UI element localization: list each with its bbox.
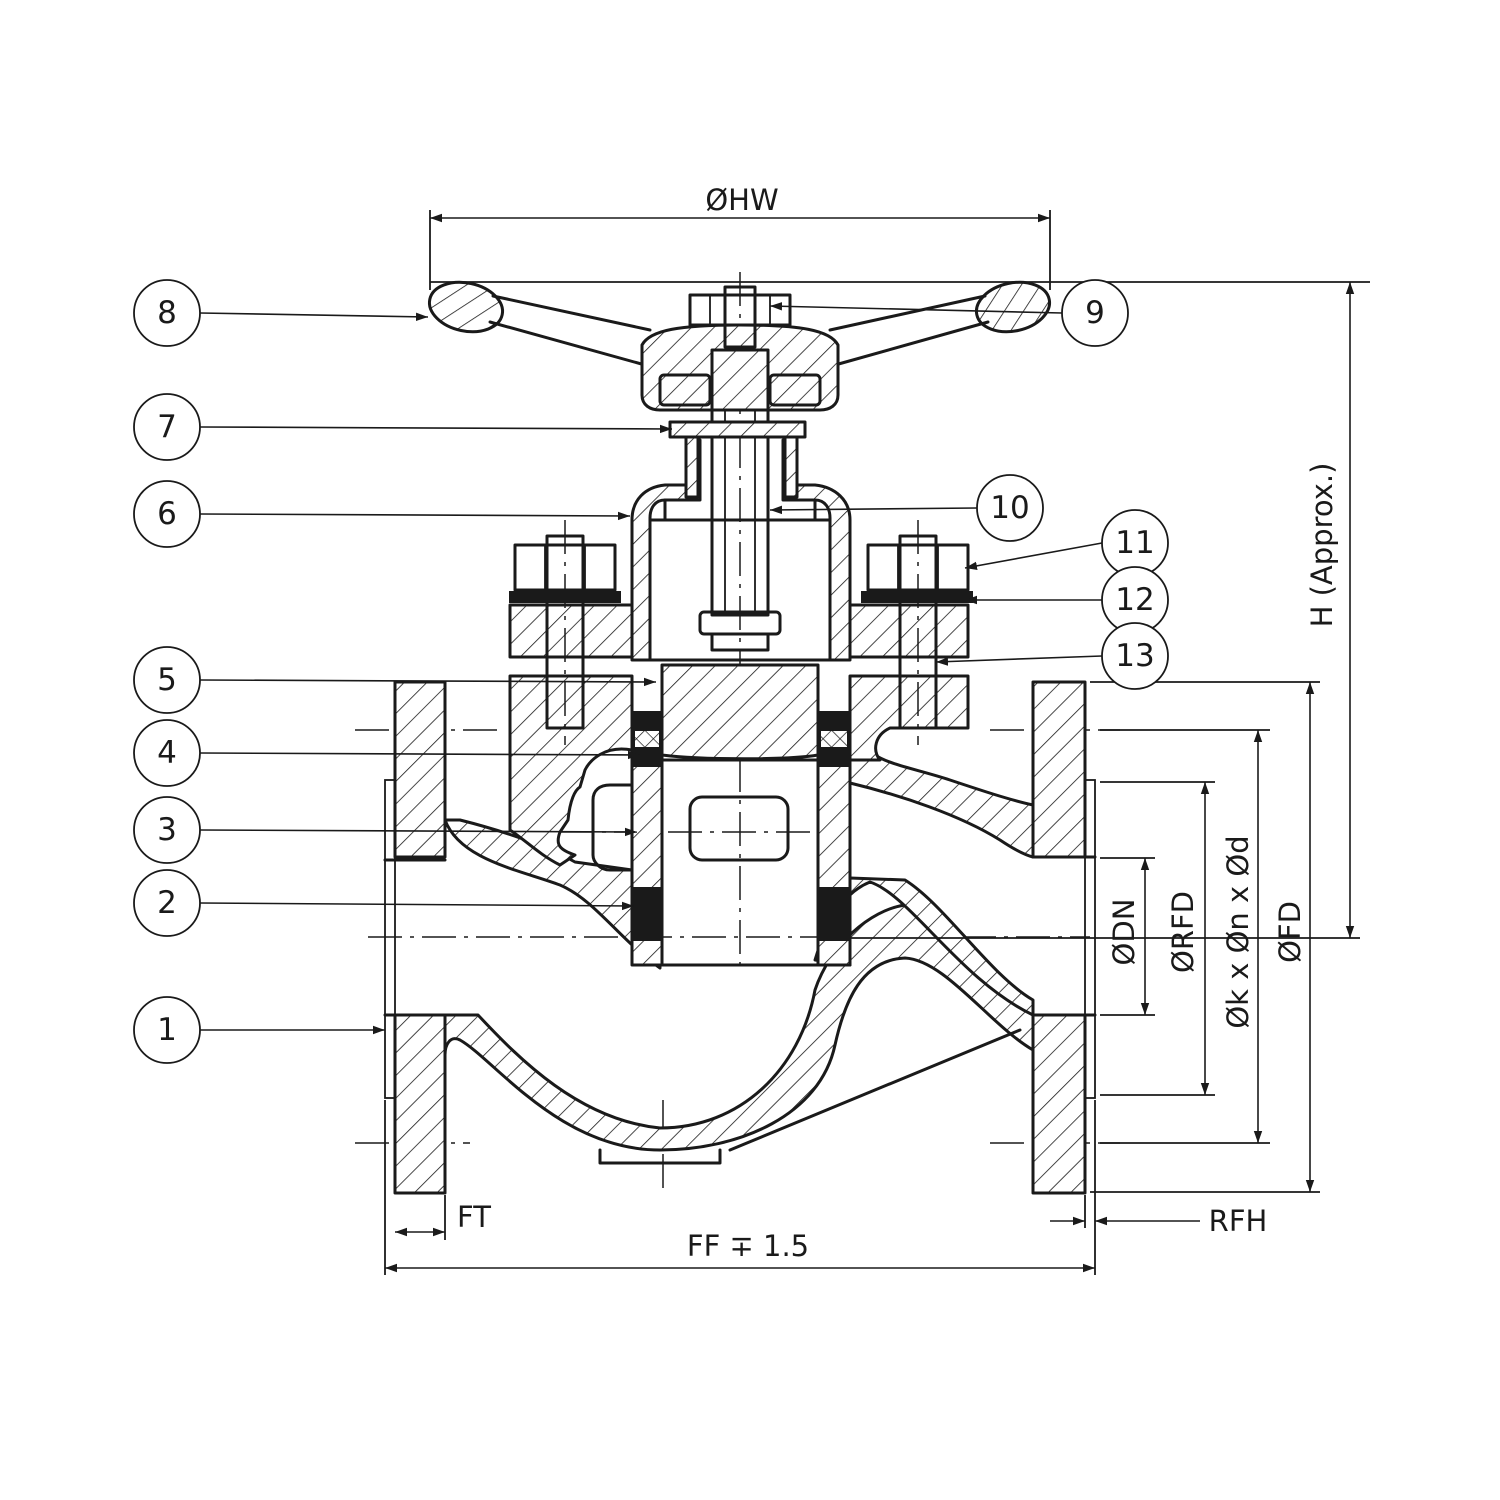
dim-label-face-to-face: FF ∓ 1.5 [687, 1229, 809, 1263]
left-flange [393, 680, 447, 859]
bolting [509, 520, 973, 745]
dimension-labels: ØHW H (Approx.) FT FF ∓ 1.5 RFH ØDN ØRFD… [457, 183, 1339, 1263]
callout-6-number: 6 [157, 496, 177, 532]
dim-label-flange-thickness: FT [457, 1200, 491, 1234]
dim-label-raised-face-diameter: ØRFD [1166, 891, 1200, 973]
handwheel-rim-right [974, 280, 1052, 334]
packing-and-disc [631, 663, 851, 767]
valve-body [383, 674, 1097, 1195]
dim-label-bolt-pattern: Øk x Øn x Ød [1221, 835, 1255, 1028]
callout-10: 10 [976, 474, 1044, 542]
handwheel [427, 280, 1052, 412]
callout-10-number: 10 [990, 490, 1029, 526]
callout-7-number: 7 [157, 409, 177, 445]
callout-2-number: 2 [157, 885, 177, 921]
callout-11: 11 [1101, 509, 1169, 577]
callout-13-number: 13 [1115, 638, 1154, 674]
callout-5-number: 5 [157, 662, 177, 698]
dimension-lines [384, 210, 1370, 1275]
callout-9: 9 [1061, 279, 1129, 347]
callout-2: 2 [133, 869, 201, 937]
callout-3: 3 [133, 796, 201, 864]
handwheel-nut [688, 293, 792, 327]
callout-13: 13 [1101, 622, 1169, 690]
callout-7: 7 [133, 393, 201, 461]
handwheel-hub [640, 323, 840, 412]
right-flange-lower [1031, 1013, 1087, 1195]
seat-ring-right [817, 887, 851, 941]
callout-leaders [199, 302, 1103, 1035]
washer-right [861, 591, 973, 603]
callout-8: 8 [133, 279, 201, 347]
callout-8-number: 8 [157, 295, 177, 331]
seat-ring-left [631, 887, 663, 941]
handwheel-rim-left [427, 280, 505, 334]
left-flange-lower [393, 1013, 447, 1195]
callout-4: 4 [133, 719, 201, 787]
callout-12-number: 12 [1115, 582, 1154, 618]
callout-3-number: 3 [157, 812, 177, 848]
callout-1-number: 1 [157, 1012, 177, 1048]
dim-label-height: H (Approx.) [1305, 463, 1339, 628]
gland-flange [668, 420, 807, 439]
stem-and-gland [668, 393, 807, 617]
dim-label-raised-face-height: RFH [1209, 1204, 1268, 1238]
dim-label-handwheel-diameter: ØHW [705, 183, 778, 217]
callout-4-number: 4 [157, 735, 177, 771]
callout-12: 12 [1101, 566, 1169, 634]
callout-9-number: 9 [1085, 295, 1105, 331]
callout-1: 1 [133, 996, 201, 1064]
disc [660, 663, 820, 761]
dim-label-nominal-diameter: ØDN [1107, 899, 1141, 966]
bonnet [508, 438, 970, 662]
callout-5: 5 [133, 646, 201, 714]
dim-label-flange-diameter: ØFD [1273, 901, 1307, 963]
callout-11-number: 11 [1115, 525, 1154, 561]
callout-6: 6 [133, 480, 201, 548]
right-flange [1031, 680, 1087, 859]
